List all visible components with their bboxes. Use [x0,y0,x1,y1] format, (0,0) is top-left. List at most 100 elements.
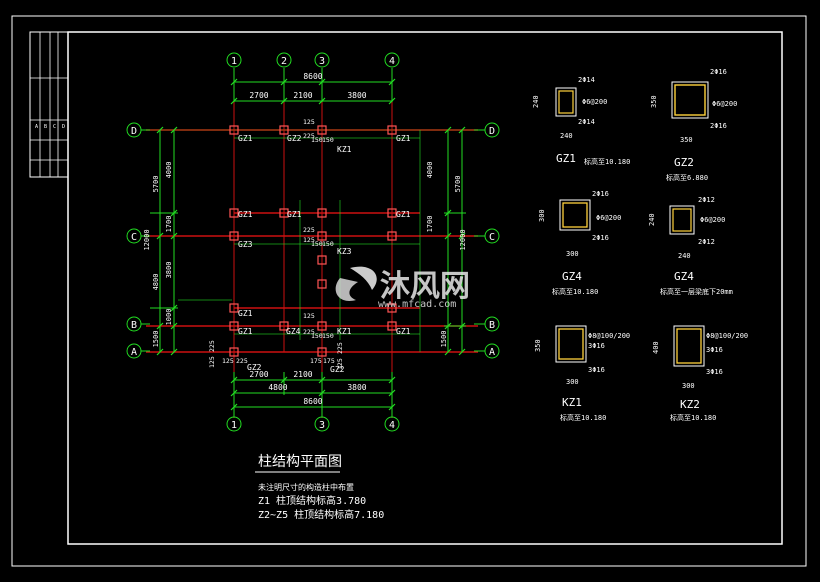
detail-kz1-bottom-bar: 3Φ16 [588,366,605,374]
label-gz4-b2: GZ4 [286,327,301,336]
column-gz1-m1 [229,208,239,218]
column-gz1-d4 [387,125,397,135]
dim-top-seg1: 2700 [249,91,268,100]
title-block-row-c: C [53,124,56,130]
detail-kz1-stirrup: Φ8@100/200 [588,332,630,340]
dim-left-ba: 1500 [152,331,160,348]
outer-frame [11,15,807,567]
local-dim-125-vert: 125 [208,356,216,368]
watermark-brand: 沐风网 [380,269,470,304]
dim-bottom-seg3: 3800 [347,383,366,392]
title-block-row-a: A [35,124,38,130]
watermark-url: www.mfcad.com [378,299,456,310]
detail-gz1-height: 240 [532,95,540,108]
detail-kz2-bottom-bar: 3Φ16 [706,368,723,376]
note-line-2: Z1 柱顶结构标高3.780 [258,494,366,507]
local-dim-150b-d: 150 [322,136,334,144]
label-gz3-c1: GZ3 [238,240,253,249]
local-dim-125-vert-r: 125 [336,358,344,370]
detail-kz2-width: 300 [682,382,695,390]
detail-gz2-top-bar: 2Φ16 [710,68,727,76]
dim-left-dc-small: 1700 [165,216,173,233]
dim-bottom-seg2: 2100 [293,370,312,379]
detail-gz4a-level: 标高至10.180 [552,287,598,296]
detail-gz4a-bottom-bar: 2Φ16 [592,234,609,242]
detail-gz4a-height: 300 [538,209,546,222]
detail-kz1-name: KZ1 [562,396,582,409]
detail-kz1-height: 350 [534,339,542,352]
detail-gz1-bottom-bar: 2Φ14 [578,118,595,126]
local-dim-225-vert: 225 [208,340,216,352]
columns [229,125,397,357]
local-dim-125-c: 125 [303,236,315,244]
detail-kz1-width: 300 [566,378,579,386]
label-gz1-b4: GZ1 [396,327,411,336]
detail-gz1-level: 标高至10.180 [584,157,630,166]
axis-label-left-B: B [131,320,137,331]
dim-left-dc: 5700 [152,176,160,193]
axis-label-top-3: 3 [319,56,325,67]
local-dim-150b-c: 150 [322,240,334,248]
column-kz1-d3 [317,125,327,135]
column-gz1-m4 [387,208,397,218]
column-gz1-b-upper [229,303,239,313]
detail-gz4-a: 2Φ16 Φ6@200 2Φ16 300 300 GZ4 标高至10.180 [538,190,621,296]
axis-label-top-1: 1 [231,56,237,67]
dim-top-seg2: 2100 [293,91,312,100]
label-gz2-d2: GZ2 [287,134,302,143]
detail-gz4b-height: 240 [648,213,656,226]
detail-gz2-name: GZ2 [674,156,694,169]
local-dim-175-a: 175 [310,357,322,365]
dim-right-dc-inner: 4000 [426,162,434,179]
label-gz1-m4: GZ1 [396,210,411,219]
local-dim-150a-c: 150 [311,240,323,248]
detail-kz1-level: 标高至10.180 [560,413,606,422]
local-dim-125-b: 125 [303,312,315,320]
local-dim-175b-a: 175 [323,357,335,365]
axis-label-right-C: C [489,232,495,243]
detail-gz4a-stirrup: Φ6@200 [596,214,621,222]
dim-left-cb-small: 1000 [165,309,173,326]
detail-kz2-top-bar: 3Φ16 [706,346,723,354]
note-line-1: 未注明尺寸的构造柱中布置 [258,482,354,492]
dim-right-total: 12000 [459,229,467,250]
label-gz1-m2: GZ1 [287,210,302,219]
detail-gz4b-stirrup: Φ6@200 [700,216,725,224]
detail-kz2-name: KZ2 [680,398,700,411]
axis-label-left-C: C [131,232,137,243]
detail-kz1: Φ8@100/200 3Φ16 3Φ16 300 350 KZ1 标高至10.1… [534,325,630,422]
detail-gz4a-width: 300 [566,250,579,258]
structural-plan: 1 2 3 4 1 3 4 D C B A D C B A 8600 [126,52,500,432]
axis-label-left-D: D [131,126,137,137]
plan-title-block: 柱结构平面图 未注明尺寸的构造柱中布置 Z1 柱顶结构标高3.780 Z2~Z5… [255,454,384,521]
dim-left-total: 12000 [143,229,151,250]
axis-label-top-4: 4 [389,56,395,67]
detail-gz4a-name: GZ4 [562,270,582,283]
dim-right-dc: 5700 [454,176,462,193]
detail-gz1-name: GZ1 [556,152,576,165]
detail-gz1-top-bar: 2Φ14 [578,76,595,84]
watermark-logo-icon [335,266,377,301]
axis-label-bottom-4: 4 [389,420,395,431]
local-dim-150a-d: 150 [311,136,323,144]
detail-gz2-level: 标高至6.880 [666,173,708,182]
detail-gz1-stirrup: Φ6@200 [582,98,607,106]
detail-kz2-level: 标高至10.180 [670,413,716,422]
local-dim-150a-b: 150 [311,332,323,340]
detail-kz1-top-bar: 3Φ16 [588,342,605,350]
column-details: 2Φ14 Φ6@200 2Φ14 240 240 GZ1 标高至10.180 2… [532,68,748,422]
axis-label-bottom-1: 1 [231,420,237,431]
detail-gz2: 2Φ16 Φ6@200 2Φ16 350 350 GZ2 标高至6.880 [650,68,737,182]
column-gz1-d1 [229,125,239,135]
axis-bubble-top-1 [226,52,242,68]
axis-label-right-B: B [489,320,495,331]
dim-top-total: 8600 [303,72,322,81]
detail-kz2-stirrup: Φ8@100/200 [706,332,748,340]
label-kz1-d3: KZ1 [337,145,352,154]
label-gz1-b1: GZ1 [238,327,253,336]
detail-gz4b-level: 标高至一层梁底下20mm [660,287,733,296]
local-dim-225-c: 225 [303,226,315,234]
detail-gz2-stirrup: Φ6@200 [712,100,737,108]
axis-label-left-A: A [131,347,137,358]
